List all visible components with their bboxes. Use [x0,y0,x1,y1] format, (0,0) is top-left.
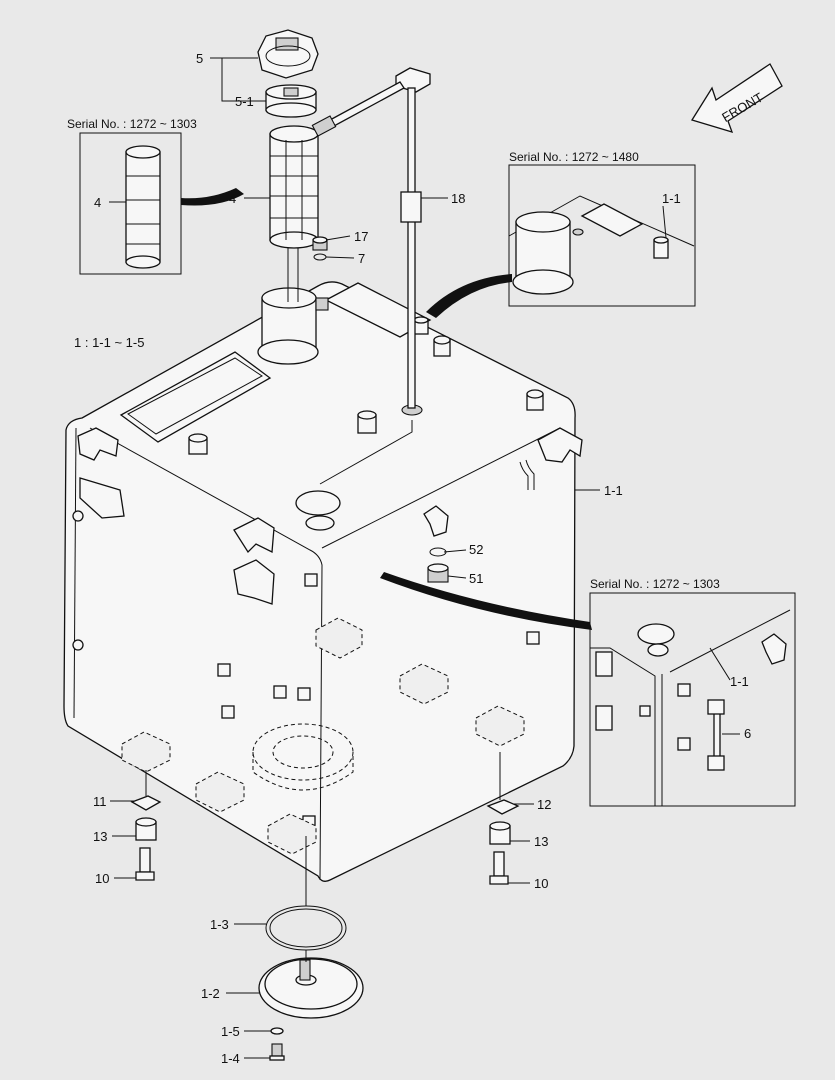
callout-1-1-inset-right: 1-1 [730,674,749,689]
inset-strainer: Serial No. : 1272 ~ 1303 [67,117,244,275]
level-gauge [311,67,431,409]
callout-52: 52 [469,542,483,557]
suction-cover [258,957,364,1019]
leader-lines [109,57,740,1059]
callout-17: 17 [354,229,368,244]
callout-13-right: 13 [534,834,548,849]
callout-5-1: 5-1 [235,94,254,109]
scope-note: 1 : 1-1 ~ 1-5 [74,335,144,350]
mount-left [130,795,162,881]
callout-4-inset: 4 [94,195,101,210]
gasket [265,905,347,951]
inset-filler: Serial No. : 1272 ~ 1480 [426,150,696,318]
callout-12: 12 [537,797,551,812]
inset-filler-serial: Serial No. : 1272 ~ 1480 [509,150,639,164]
top-bosses [188,316,544,455]
callout-11: 11 [93,794,107,809]
hydraulic-tank [63,281,583,882]
callout-1-1: 1-1 [604,483,623,498]
callout-4: 4 [229,191,236,206]
hidden-pads [121,617,525,855]
callout-7: 7 [358,251,365,266]
callout-51: 51 [469,571,483,586]
callout-13-left: 13 [93,829,107,844]
inset-bracket: Serial No. : 1272 ~ 1303 [380,572,796,807]
callout-10-right: 10 [534,876,548,891]
callout-1-5: 1-5 [221,1024,240,1039]
callout-1-3: 1-3 [210,917,229,932]
callout-labels: 5 5-1 4 4 18 17 7 1-1 1-1 52 51 1-1 6 11… [93,51,751,1066]
drain-plug [427,547,449,583]
inset-bracket-serial: Serial No. : 1272 ~ 1303 [590,577,720,591]
callout-1-2: 1-2 [201,986,220,1001]
cap-ring [265,84,317,118]
callout-18: 18 [451,191,465,206]
callout-5: 5 [196,51,203,66]
callout-6: 6 [744,726,751,741]
breather-cap [257,29,319,79]
callout-1-4: 1-4 [221,1051,240,1066]
callout-1-1-inset-top: 1-1 [662,191,681,206]
strainer [269,125,319,302]
mount-right [486,799,520,885]
callout-10-left: 10 [95,871,109,886]
front-arrow: FRONT [690,63,783,133]
inset-strainer-serial: Serial No. : 1272 ~ 1303 [67,117,197,131]
